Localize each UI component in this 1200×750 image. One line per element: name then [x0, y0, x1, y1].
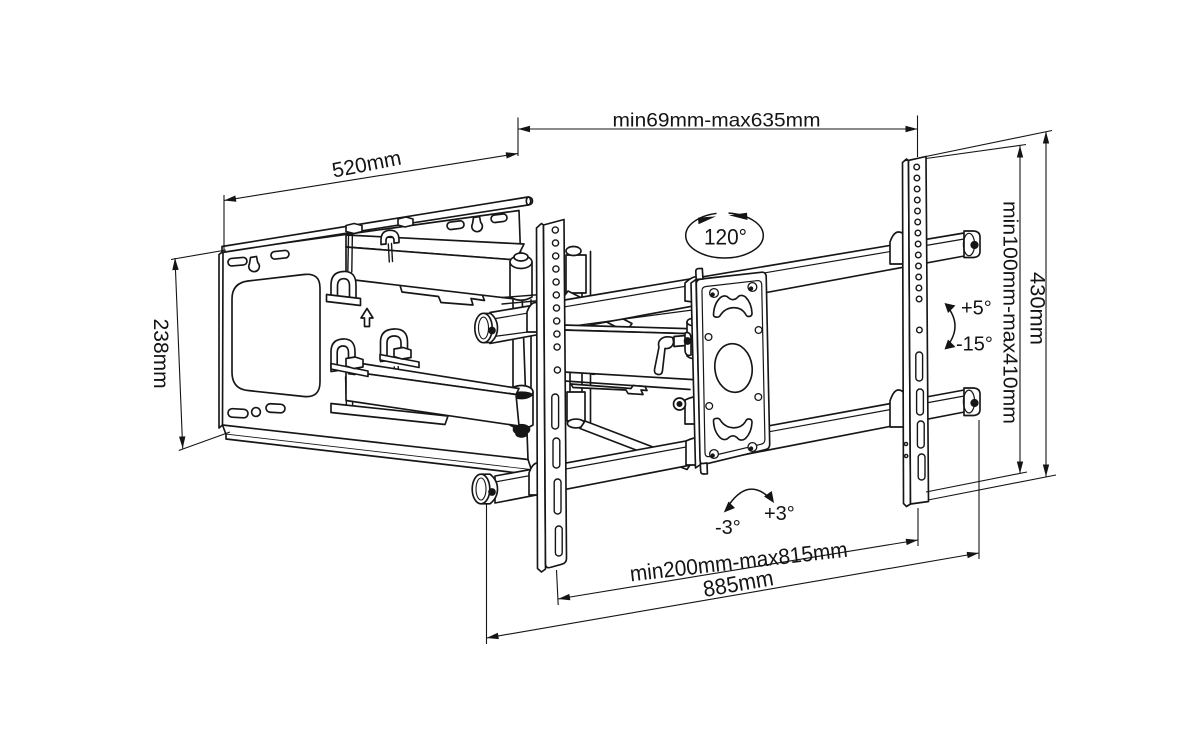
svg-text:-3°: -3° [715, 517, 741, 539]
svg-text:120°: 120° [704, 225, 747, 250]
svg-text:min69mm-max635mm: min69mm-max635mm [613, 110, 821, 132]
svg-text:-15°: -15° [956, 333, 993, 355]
svg-text:+3°: +3° [764, 503, 795, 525]
svg-text:430mm: 430mm [1026, 272, 1049, 345]
svg-text:+5°: +5° [961, 298, 992, 320]
svg-text:238mm: 238mm [149, 319, 172, 389]
svg-text:min100mm-max410mm: min100mm-max410mm [998, 201, 1020, 424]
